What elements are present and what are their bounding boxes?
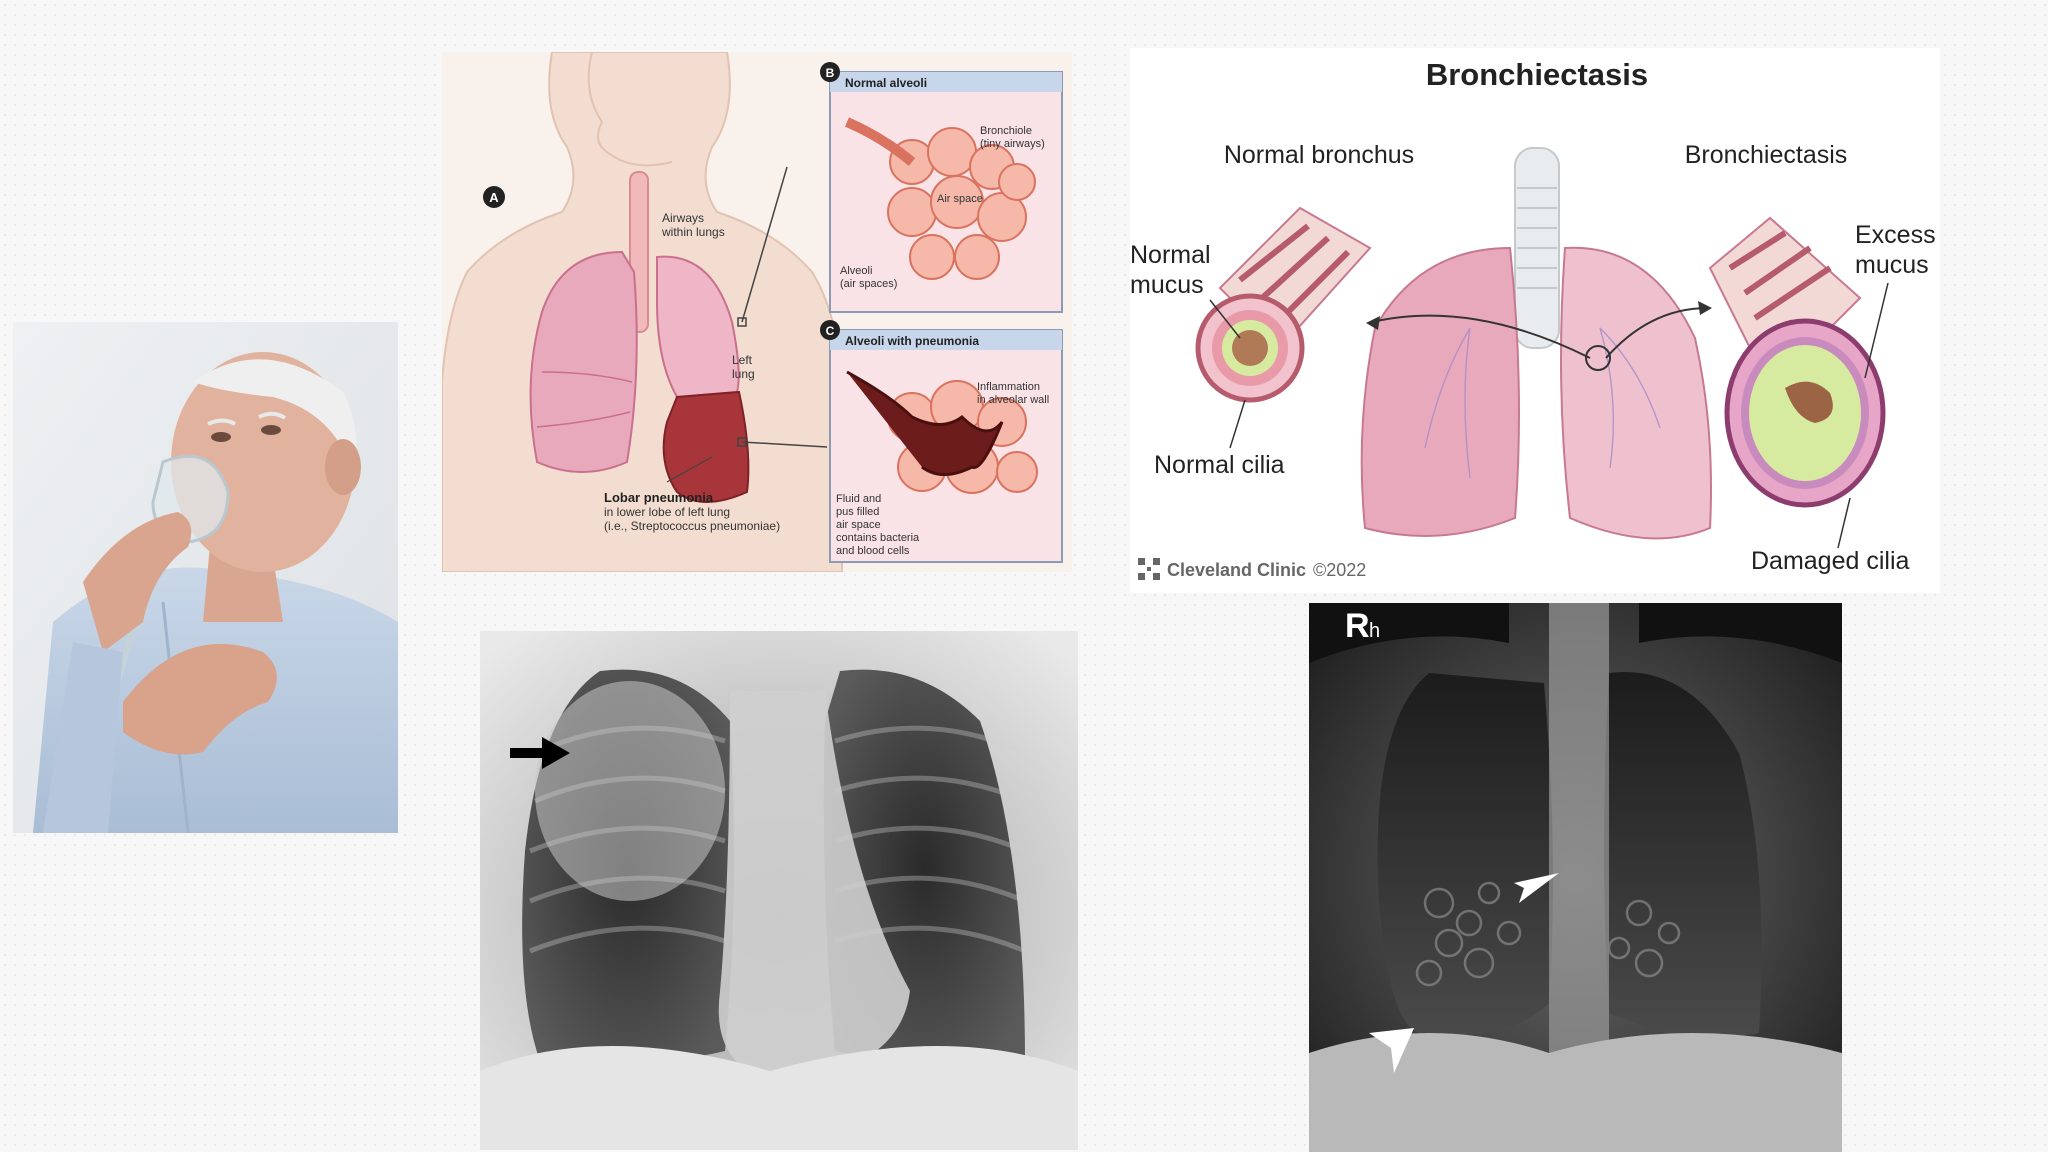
chest-xray-bronchiectasis: R h bbox=[1309, 603, 1842, 1152]
marker-b: B bbox=[826, 66, 835, 80]
patient-illustration bbox=[13, 322, 398, 833]
xray-bronchiectasis-image: R h bbox=[1309, 603, 1842, 1152]
inflammation-label-line2: in alveolar wall bbox=[977, 394, 1049, 406]
airways-label-line1: Airways bbox=[662, 211, 704, 225]
box-c-title: Alveoli with pneumonia bbox=[845, 334, 979, 348]
alveoli-label-line2: (air spaces) bbox=[840, 278, 897, 290]
pneumonia-illustration: A Airways within lungs Left lung Lobar p… bbox=[442, 52, 1072, 572]
fluid-label-line4: contains bacteria bbox=[836, 532, 920, 544]
excess-mucus-line1: Excess bbox=[1855, 221, 1936, 249]
cleveland-clinic-logo-icon bbox=[1138, 558, 1160, 580]
fluid-label-line3: air space bbox=[836, 519, 881, 531]
lobar-pneumonia-title: Lobar pneumonia bbox=[604, 490, 714, 505]
bronchiectasis-diagram: Bronchiectasis Normal bronchus Bronchiec… bbox=[1130, 48, 1940, 593]
bronchiole-label-line1: Bronchiole bbox=[980, 125, 1032, 137]
normal-cilia-label: Normal cilia bbox=[1154, 451, 1285, 479]
arrowhead-icon-lower bbox=[1369, 1028, 1414, 1073]
bronchiectasis-illustration: Bronchiectasis Normal bronchus Bronchiec… bbox=[1130, 48, 1940, 593]
credit-organization: Cleveland Clinic bbox=[1167, 560, 1306, 580]
inflammation-label-line1: Inflammation bbox=[977, 381, 1040, 393]
right-arrow-icon bbox=[510, 737, 570, 769]
fluid-label-line2: pus filled bbox=[836, 506, 879, 518]
fluid-label-line1: Fluid and bbox=[836, 493, 881, 505]
marker-c: C bbox=[826, 324, 835, 338]
lobar-pneumonia-line2: in lower lobe of left lung bbox=[604, 505, 730, 519]
left-lung-label-line2: lung bbox=[732, 367, 755, 381]
air-space-label: Air space bbox=[937, 193, 983, 205]
patient-oxygen-mask-photo bbox=[13, 322, 398, 833]
excess-mucus-line2: mucus bbox=[1855, 251, 1929, 279]
damaged-cilia-label: Damaged cilia bbox=[1751, 547, 1910, 575]
normal-mucus-line1: Normal bbox=[1130, 241, 1211, 269]
xray-pneumonia-image bbox=[480, 631, 1078, 1150]
bronchiole-label-line2: (tiny airways) bbox=[980, 138, 1045, 150]
lobar-pneumonia-line3: (i.e., Streptococcus pneumoniae) bbox=[604, 519, 780, 533]
credit-year: ©2022 bbox=[1313, 560, 1366, 580]
bronchiectasis-title: Bronchiectasis bbox=[1426, 57, 1648, 92]
xray-side-marker: R bbox=[1345, 607, 1370, 645]
left-lung-label-line1: Left bbox=[732, 353, 753, 367]
arrowhead-icon bbox=[1514, 873, 1559, 903]
chest-xray-pneumonia bbox=[480, 631, 1078, 1150]
airways-label-line2: within lungs bbox=[661, 225, 725, 239]
box-b-title: Normal alveoli bbox=[845, 76, 927, 90]
normal-bronchus-label: Normal bronchus bbox=[1224, 141, 1414, 169]
pneumonia-anatomy-diagram: A Airways within lungs Left lung Lobar p… bbox=[442, 52, 1072, 572]
alveoli-label-line1: Alveoli bbox=[840, 265, 872, 277]
fluid-label-line5: and blood cells bbox=[836, 545, 910, 557]
bronchiectasis-side-label: Bronchiectasis bbox=[1685, 141, 1848, 169]
normal-mucus-line2: mucus bbox=[1130, 271, 1204, 299]
marker-a: A bbox=[489, 190, 499, 205]
xray-side-marker-suffix: h bbox=[1369, 620, 1380, 642]
